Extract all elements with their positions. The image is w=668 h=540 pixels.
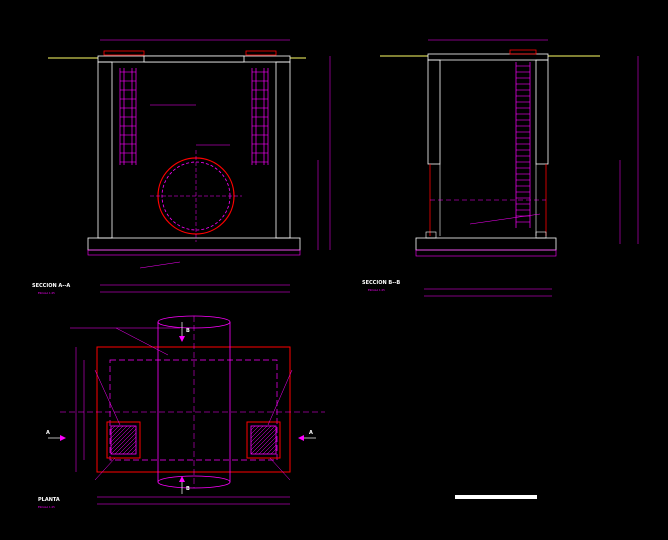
ladder-left [119, 68, 137, 165]
hatch-line [110, 425, 128, 443]
plan-leader-right [267, 369, 293, 426]
scale-section-aa: ESCALA 1:25 [38, 291, 55, 295]
hatch-line [270, 448, 277, 455]
hatch-line [258, 436, 277, 455]
hatch-line [130, 448, 137, 455]
hatch-line [254, 432, 277, 455]
hatch-line [126, 444, 137, 455]
hatch-line [250, 425, 260, 435]
hatch-line [110, 425, 136, 451]
base-step-right-bb [535, 231, 547, 239]
lid-left [103, 50, 145, 56]
manhole-left-inner [110, 425, 137, 455]
section-marker-a-left[interactable]: A [46, 430, 66, 441]
plan-leader-top [115, 327, 169, 356]
leader-bb-1 [469, 213, 541, 225]
hatch-line [122, 440, 137, 455]
gravel-layer [87, 249, 301, 256]
gravel-layer-bb [415, 249, 557, 257]
hatch-line [110, 425, 120, 435]
scale-bar [455, 495, 537, 499]
section-marker-b-top[interactable]: B [179, 322, 190, 342]
marker-a-right-label: A [309, 430, 313, 436]
hatch-line [266, 444, 277, 455]
lid-bb [509, 49, 537, 55]
left-wall-bb [427, 59, 441, 165]
base-step-left-bb [425, 231, 437, 239]
top-opening [143, 55, 245, 63]
hatch-line [118, 436, 137, 455]
manhole-hatch [110, 425, 277, 455]
manhole-right [246, 421, 281, 459]
hatch-line [250, 425, 264, 439]
section-marker-a-right[interactable]: A [298, 430, 316, 441]
leader-3 [139, 261, 181, 269]
section-bb-drawing [380, 39, 639, 297]
top-slab-bb [427, 53, 549, 61]
plan-outer-outline [96, 346, 291, 473]
ladder-rungs-bb [516, 65, 530, 223]
marker-b-top-label: B [186, 328, 190, 334]
plan-drawing [60, 315, 325, 505]
ladder-right [251, 68, 269, 165]
section-marker-b-bottom[interactable]: B [179, 476, 190, 494]
hatch-line [250, 425, 256, 431]
manhole-right-inner [250, 425, 277, 455]
plan-leader-left [94, 369, 121, 426]
scale-plan: ESCALA 1:25 [38, 505, 55, 509]
hatch-line [110, 425, 132, 447]
scale-section-bb: ESCALA 1:25 [368, 288, 385, 292]
title-plan: PLANTA [38, 497, 60, 503]
plan-leader-right-bottom [269, 457, 291, 481]
right-wall-bb [535, 59, 549, 165]
title-section-aa: SECCION A--A [32, 283, 70, 289]
ladder-bb [515, 62, 531, 228]
plan-inner-outline [109, 359, 278, 461]
hatch-line [250, 425, 272, 447]
plan-leader-left-bottom [94, 457, 116, 481]
hatch-line [250, 428, 277, 455]
title-section-bb: SECCION B--B [362, 280, 400, 286]
hatch-line [250, 425, 276, 451]
hatch-line [110, 425, 124, 439]
hatch-line [114, 432, 137, 455]
hatch-line [262, 440, 277, 455]
lid-right [245, 50, 277, 56]
ladder-rungs-aa [120, 71, 268, 163]
hatch-line [250, 425, 268, 443]
hatch-line [110, 428, 137, 455]
manhole-left [106, 421, 141, 459]
hatch-line [110, 425, 116, 431]
section-aa-drawing [48, 39, 331, 293]
marker-b-bottom-label: B [186, 486, 190, 492]
marker-a-left-label: A [46, 430, 50, 436]
